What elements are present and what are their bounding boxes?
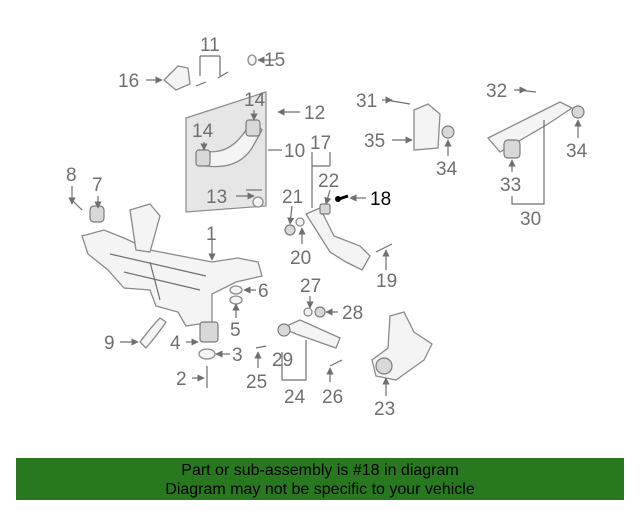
callout-22[interactable]: 22 <box>318 171 339 192</box>
info-banner: Part or sub-assembly is #18 in diagram D… <box>16 458 624 500</box>
callout-34b[interactable]: 34 <box>566 141 588 162</box>
link-24 <box>280 319 341 349</box>
nut-34-right <box>571 105 585 119</box>
callout-23[interactable]: 23 <box>374 399 395 420</box>
bolt-11b <box>217 71 229 79</box>
callout-27[interactable]: 27 <box>300 276 321 297</box>
callout-17[interactable]: 17 <box>310 133 331 154</box>
callout-35[interactable]: 35 <box>364 131 385 152</box>
callout-8[interactable]: 8 <box>66 165 77 186</box>
bushing-29 <box>277 323 291 337</box>
callout-25[interactable]: 25 <box>246 372 267 393</box>
callout-18[interactable]: 18 <box>370 189 391 210</box>
banner-line-1: Part or sub-assembly is #18 in diagram <box>181 462 459 479</box>
link-9 <box>139 317 167 349</box>
callout-11[interactable]: 11 <box>200 35 220 56</box>
washer-15 <box>247 54 257 66</box>
bolt-25 <box>255 345 267 349</box>
callout-28[interactable]: 28 <box>342 303 363 324</box>
callout-5[interactable]: 5 <box>230 320 241 341</box>
callout-10[interactable]: 10 <box>284 141 305 162</box>
callout-31[interactable]: 31 <box>356 91 377 112</box>
bolt-11a <box>195 81 207 87</box>
callout-24[interactable]: 24 <box>284 387 306 408</box>
subframe-crossmember <box>81 229 263 327</box>
nut-28 <box>314 306 326 318</box>
callout-4[interactable]: 4 <box>170 333 181 354</box>
callout-14a[interactable]: 14 <box>244 90 266 111</box>
washer-6 <box>229 285 243 295</box>
callout-30[interactable]: 30 <box>520 209 541 230</box>
mount-4 <box>199 321 219 343</box>
bushing-14a <box>195 149 211 167</box>
bolt-19 <box>375 243 393 253</box>
callout-9[interactable]: 9 <box>104 333 115 354</box>
callout-29[interactable]: 29 <box>272 350 293 371</box>
subframe-arm-left <box>129 203 161 253</box>
leader-lines <box>68 55 582 396</box>
bolt-8 <box>71 199 83 211</box>
bushing-33 <box>503 139 521 159</box>
callout-12[interactable]: 12 <box>304 103 325 124</box>
callout-2[interactable]: 2 <box>176 369 187 390</box>
callout-13[interactable]: 13 <box>206 187 227 208</box>
subframe-rib <box>109 253 207 301</box>
washer-3 <box>198 348 216 360</box>
callout-21[interactable]: 21 <box>282 187 303 208</box>
washer-20 <box>295 217 305 227</box>
callout-32[interactable]: 32 <box>486 81 507 102</box>
banner-line-2: Diagram may not be specific to your vehi… <box>165 481 475 498</box>
nut-13 <box>252 196 264 208</box>
knuckle-hub <box>375 357 393 375</box>
callout-3[interactable]: 3 <box>232 345 243 366</box>
callout-34a[interactable]: 34 <box>436 159 458 180</box>
callout-33[interactable]: 33 <box>500 175 521 196</box>
callout-labels: 1 2 3 4 5 6 7 8 9 10 11 12 13 14 14 15 1… <box>66 35 588 420</box>
bracket-16 <box>163 65 191 91</box>
nut-21 <box>284 224 296 236</box>
bolt-18-head <box>335 196 341 202</box>
bushing-14b <box>245 119 261 137</box>
nut-34-left <box>441 125 455 139</box>
callout-16[interactable]: 16 <box>118 71 139 92</box>
bolt-26 <box>329 359 343 367</box>
washer-5 <box>229 295 243 305</box>
callout-6[interactable]: 6 <box>258 281 269 302</box>
bushing-22 <box>319 203 331 215</box>
bushing-7 <box>89 205 105 223</box>
callout-7[interactable]: 7 <box>92 175 103 196</box>
nut-27 <box>303 307 313 317</box>
callout-20[interactable]: 20 <box>290 248 311 269</box>
callout-15[interactable]: 15 <box>264 50 285 71</box>
lower-arm <box>305 207 371 271</box>
callout-26[interactable]: 26 <box>322 387 343 408</box>
arm-30 <box>486 101 574 153</box>
bracket-35 <box>413 103 441 151</box>
callout-1[interactable]: 1 <box>206 224 217 245</box>
callout-19[interactable]: 19 <box>376 271 397 292</box>
callout-14b[interactable]: 14 <box>192 121 214 142</box>
